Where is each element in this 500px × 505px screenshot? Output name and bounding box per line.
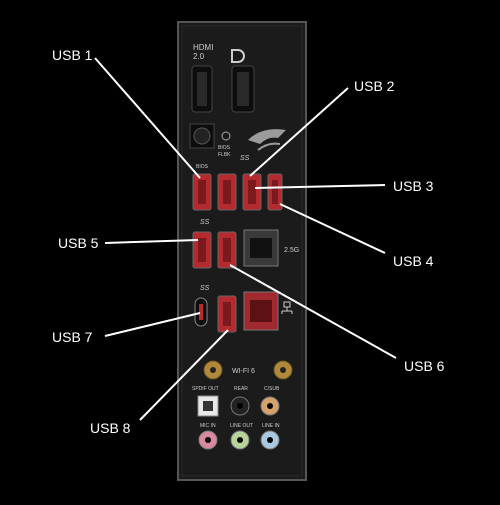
usb-port-4 bbox=[267, 173, 283, 211]
linein-label: LINE IN bbox=[262, 423, 280, 429]
callout-lines bbox=[94, 57, 397, 421]
bios-flbk-label-2: FLBK bbox=[218, 152, 231, 158]
rog-logo-icon bbox=[248, 129, 286, 151]
callout-line-usb2 bbox=[249, 87, 349, 177]
rear-label: REAR bbox=[234, 386, 248, 392]
callout-line-usb4 bbox=[279, 203, 386, 254]
mic-label: MIC IN bbox=[200, 423, 216, 429]
wifi-antenna-right bbox=[273, 360, 293, 380]
usb-port-6 bbox=[217, 231, 237, 269]
displayport-icon bbox=[231, 49, 245, 63]
usb-port-3 bbox=[242, 173, 262, 211]
spdif-label: SPDIF OUT bbox=[192, 386, 219, 392]
callout-line-usb7 bbox=[104, 312, 201, 337]
bios-label: BIOS bbox=[196, 164, 209, 170]
lineout-label: LINE OUT bbox=[230, 423, 253, 429]
spdif-port bbox=[197, 395, 219, 417]
wifi-antenna-left bbox=[203, 360, 223, 380]
usb-port-2 bbox=[217, 173, 237, 211]
callout-label-usb6: USB 6 bbox=[404, 358, 445, 374]
callout-line-usb3 bbox=[254, 184, 386, 189]
callout-line-usb8 bbox=[139, 329, 229, 421]
superspeed-logo-2: SS bbox=[200, 219, 210, 226]
hdmi-version-label: 2.0 bbox=[193, 52, 205, 61]
usb-port-5 bbox=[192, 231, 212, 269]
ethernet-port-red bbox=[243, 291, 279, 331]
usb-port-8 bbox=[217, 295, 237, 333]
usb-c-port-7 bbox=[194, 297, 208, 327]
superspeed-logo-3: SS bbox=[200, 285, 210, 292]
usb-port-1 bbox=[192, 173, 212, 211]
callout-label-usb1: USB 1 bbox=[52, 47, 93, 63]
callout-label-usb5: USB 5 bbox=[58, 235, 99, 251]
callout-line-usb1 bbox=[94, 57, 201, 179]
callout-line-usb5 bbox=[104, 239, 199, 244]
ethernet-port-2-5g bbox=[243, 229, 279, 267]
network-icon bbox=[281, 301, 293, 314]
callout-label-usb4: USB 4 bbox=[393, 253, 434, 269]
callout-line-usb6 bbox=[229, 264, 397, 359]
superspeed-logo-1: SS bbox=[240, 155, 250, 162]
wifi-label: WI-FI 6 bbox=[232, 368, 255, 375]
lan-speed-label: 2.5G bbox=[284, 247, 299, 254]
csub-label: C/SUB bbox=[264, 386, 280, 392]
callout-label-usb7: USB 7 bbox=[52, 329, 93, 345]
hdmi-label: HDMI bbox=[193, 43, 213, 52]
callout-label-usb8: USB 8 bbox=[90, 420, 131, 436]
bios-led-icon bbox=[221, 131, 231, 141]
callout-label-usb2: USB 2 bbox=[354, 78, 395, 94]
bios-flbk-label-1: BIOS bbox=[218, 145, 231, 151]
callout-label-usb3: USB 3 bbox=[393, 178, 434, 194]
